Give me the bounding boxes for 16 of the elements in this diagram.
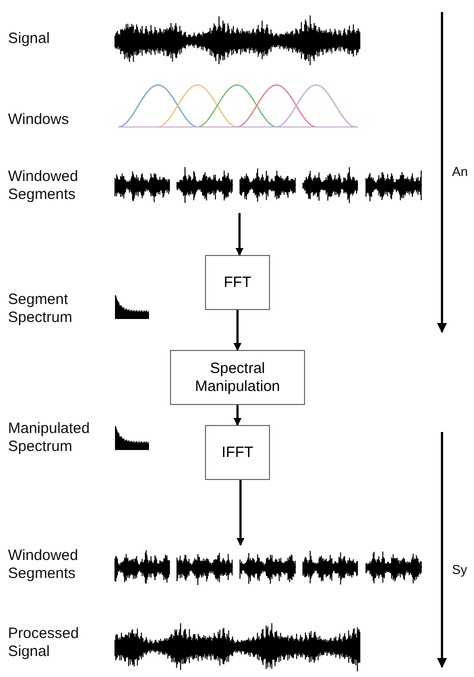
process-box: IFFT	[205, 425, 270, 480]
arrow	[236, 480, 244, 546]
row-label: Windows	[8, 111, 70, 129]
row-label: Sy	[452, 561, 468, 579]
row-label: Signal	[8, 30, 51, 48]
row-label: Segment Spectrum	[8, 291, 74, 327]
row-label: Windowed Segments	[8, 168, 80, 204]
process-box: FFT	[205, 255, 270, 310]
row-label: Windowed Segments	[8, 547, 80, 583]
arrow	[234, 310, 242, 351]
arrow	[236, 213, 244, 256]
row-label: Manipulated Spectrum	[8, 420, 91, 456]
row-label: Processed Signal	[8, 625, 80, 661]
row-label: An	[452, 163, 468, 181]
process-box: Spectral Manipulation	[170, 350, 305, 405]
arrow	[234, 405, 242, 426]
